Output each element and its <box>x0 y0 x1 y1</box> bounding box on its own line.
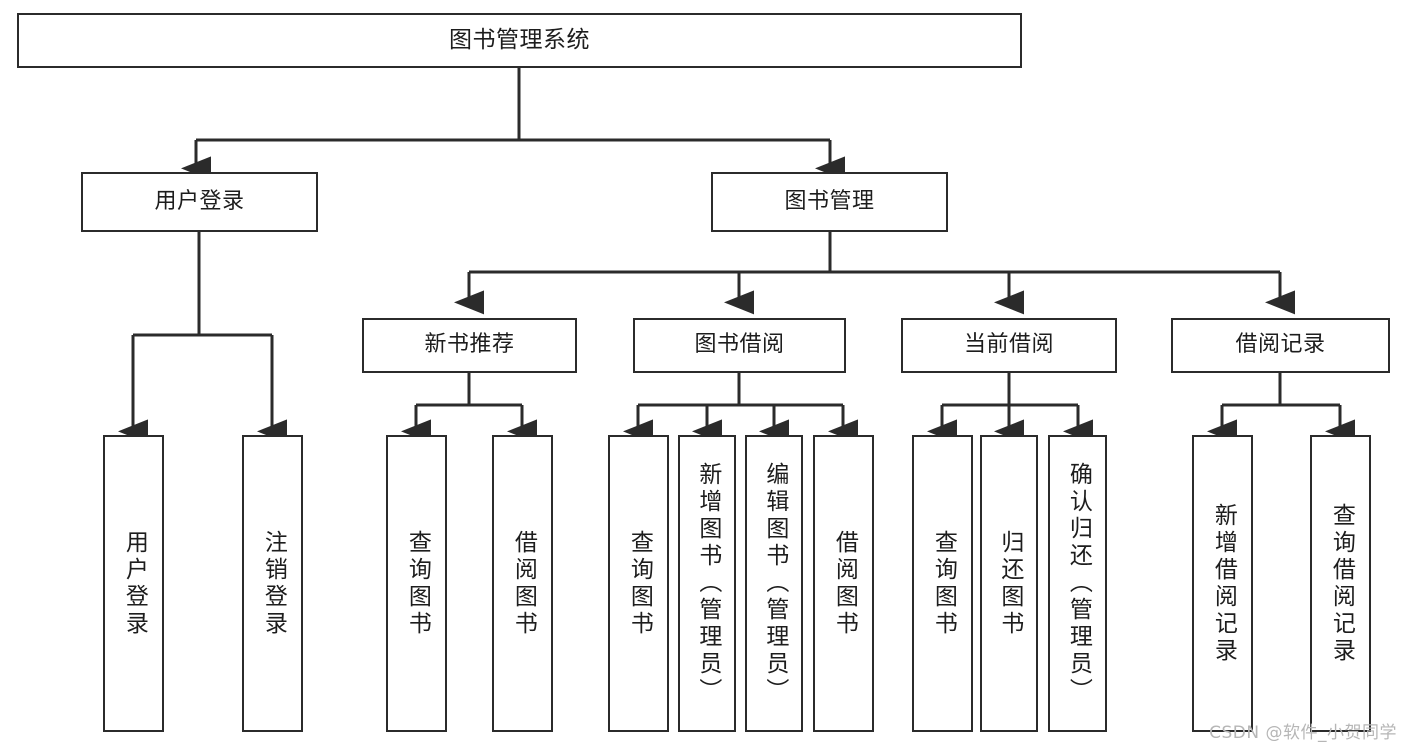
node-label: 用户登录 <box>154 188 245 214</box>
node-label: 新增图书（管理员） <box>694 462 721 705</box>
node-label: 用户登录 <box>121 529 148 638</box>
node-leaf-borrow-book-recommendation[interactable]: 借阅图书 <box>492 435 553 732</box>
node-label: 新书推荐 <box>424 332 515 358</box>
node-borrowing-record[interactable]: 借阅记录 <box>1171 318 1390 373</box>
node-leaf-user-login[interactable]: 用户登录 <box>103 435 164 732</box>
node-label: 当前借阅 <box>963 332 1054 358</box>
node-leaf-add-borrowing-record[interactable]: 新增借阅记录 <box>1192 435 1253 732</box>
node-label: 借阅图书 <box>510 529 537 638</box>
node-label: 查询图书 <box>404 529 431 638</box>
node-leaf-query-book-recommendation[interactable]: 查询图书 <box>386 435 447 732</box>
node-leaf-query-book-borrowing[interactable]: 查询图书 <box>608 435 669 732</box>
node-label: 图书管理 <box>784 188 875 214</box>
node-label: 图书管理系统 <box>449 26 590 53</box>
node-label: 新增借阅记录 <box>1210 502 1237 665</box>
node-label: 确认归还（管理员） <box>1065 462 1092 705</box>
node-leaf-borrow-book-borrowing[interactable]: 借阅图书 <box>813 435 874 732</box>
node-label: 借阅记录 <box>1235 332 1326 358</box>
node-label: 归还图书 <box>996 529 1023 638</box>
node-leaf-edit-book-admin[interactable]: 编辑图书（管理员） <box>745 435 803 732</box>
node-root-book-management-system[interactable]: 图书管理系统 <box>17 13 1022 68</box>
node-book-management[interactable]: 图书管理 <box>711 172 948 232</box>
node-current-borrowing[interactable]: 当前借阅 <box>901 318 1117 373</box>
node-leaf-query-borrowing-record[interactable]: 查询借阅记录 <box>1310 435 1371 732</box>
node-user-login[interactable]: 用户登录 <box>81 172 318 232</box>
node-label: 注销登录 <box>260 529 287 638</box>
node-label: 编辑图书（管理员） <box>761 462 788 705</box>
node-label: 查询图书 <box>626 529 653 638</box>
node-label: 借阅图书 <box>831 529 858 638</box>
node-leaf-confirm-return-admin[interactable]: 确认归还（管理员） <box>1048 435 1107 732</box>
node-leaf-query-book-current[interactable]: 查询图书 <box>912 435 973 732</box>
node-new-book-recommendation[interactable]: 新书推荐 <box>362 318 577 373</box>
node-label: 查询借阅记录 <box>1328 502 1355 665</box>
node-label: 查询图书 <box>930 529 957 638</box>
node-book-borrowing[interactable]: 图书借阅 <box>633 318 846 373</box>
node-label: 图书借阅 <box>694 332 785 358</box>
node-leaf-add-book-admin[interactable]: 新增图书（管理员） <box>678 435 736 732</box>
node-leaf-return-book[interactable]: 归还图书 <box>980 435 1038 732</box>
node-leaf-logout[interactable]: 注销登录 <box>242 435 303 732</box>
